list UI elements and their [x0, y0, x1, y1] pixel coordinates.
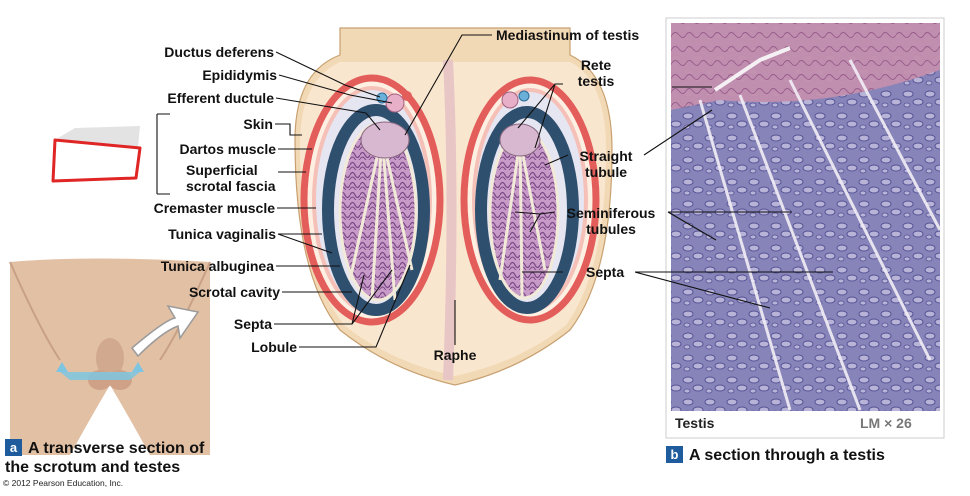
- label-superficial-scrotal-fascia: Superficial scrotal fascia: [186, 162, 276, 194]
- section-outline-sketch: [52, 126, 140, 182]
- label-efferent-ductule: Efferent ductule: [167, 90, 274, 106]
- label-tunica-vaginalis: Tunica vaginalis: [168, 226, 276, 242]
- label-septa-left: Septa: [234, 316, 272, 332]
- caption-b: b A section through a testis: [666, 446, 885, 465]
- label-rete-line2: testis: [565, 73, 627, 89]
- label-scrotal-cavity: Scrotal cavity: [189, 284, 280, 300]
- caption-a: a A transverse section of the scrotum and…: [5, 439, 204, 477]
- histology-label: Testis: [675, 415, 714, 431]
- caption-b-text: A section through a testis: [689, 447, 885, 464]
- magnification-label: LM × 26: [860, 415, 912, 431]
- label-superficial-line1: Superficial: [186, 162, 276, 178]
- label-semi-line1: Seminiferous: [556, 205, 666, 221]
- label-straight-line2: tubule: [571, 164, 641, 180]
- pelvis-illustration: [10, 259, 210, 456]
- label-semi-line2: tubules: [556, 221, 666, 237]
- label-epididymis: Epididymis: [202, 67, 277, 83]
- label-raphe: Raphe: [432, 347, 478, 363]
- label-ductus-deferens: Ductus deferens: [164, 44, 274, 60]
- label-lobule: Lobule: [251, 339, 297, 355]
- panel-b-badge: b: [666, 446, 683, 463]
- copyright-notice: © 2012 Pearson Education, Inc.: [3, 478, 123, 488]
- label-rete-testis: Rete testis: [565, 57, 627, 89]
- label-cremaster-muscle: Cremaster muscle: [154, 200, 275, 216]
- label-seminiferous-tubules: Seminiferous tubules: [556, 205, 666, 237]
- panel-a-badge: a: [5, 439, 22, 456]
- caption-a-line2: the scrotum and testes: [5, 459, 180, 476]
- label-rete-line1: Rete: [565, 57, 627, 73]
- label-superficial-line2: scrotal fascia: [186, 178, 276, 194]
- label-tunica-albuginea: Tunica albuginea: [161, 258, 274, 274]
- label-straight-tubule: Straight tubule: [571, 148, 641, 180]
- label-septa-right: Septa: [586, 264, 624, 280]
- label-dartos-muscle: Dartos muscle: [180, 141, 276, 157]
- label-straight-line1: Straight: [571, 148, 641, 164]
- caption-a-line1: A transverse section of: [28, 440, 204, 457]
- histology-panel: [666, 18, 944, 438]
- label-skin: Skin: [243, 116, 273, 132]
- label-mediastinum-of-testis: Mediastinum of testis: [496, 27, 639, 43]
